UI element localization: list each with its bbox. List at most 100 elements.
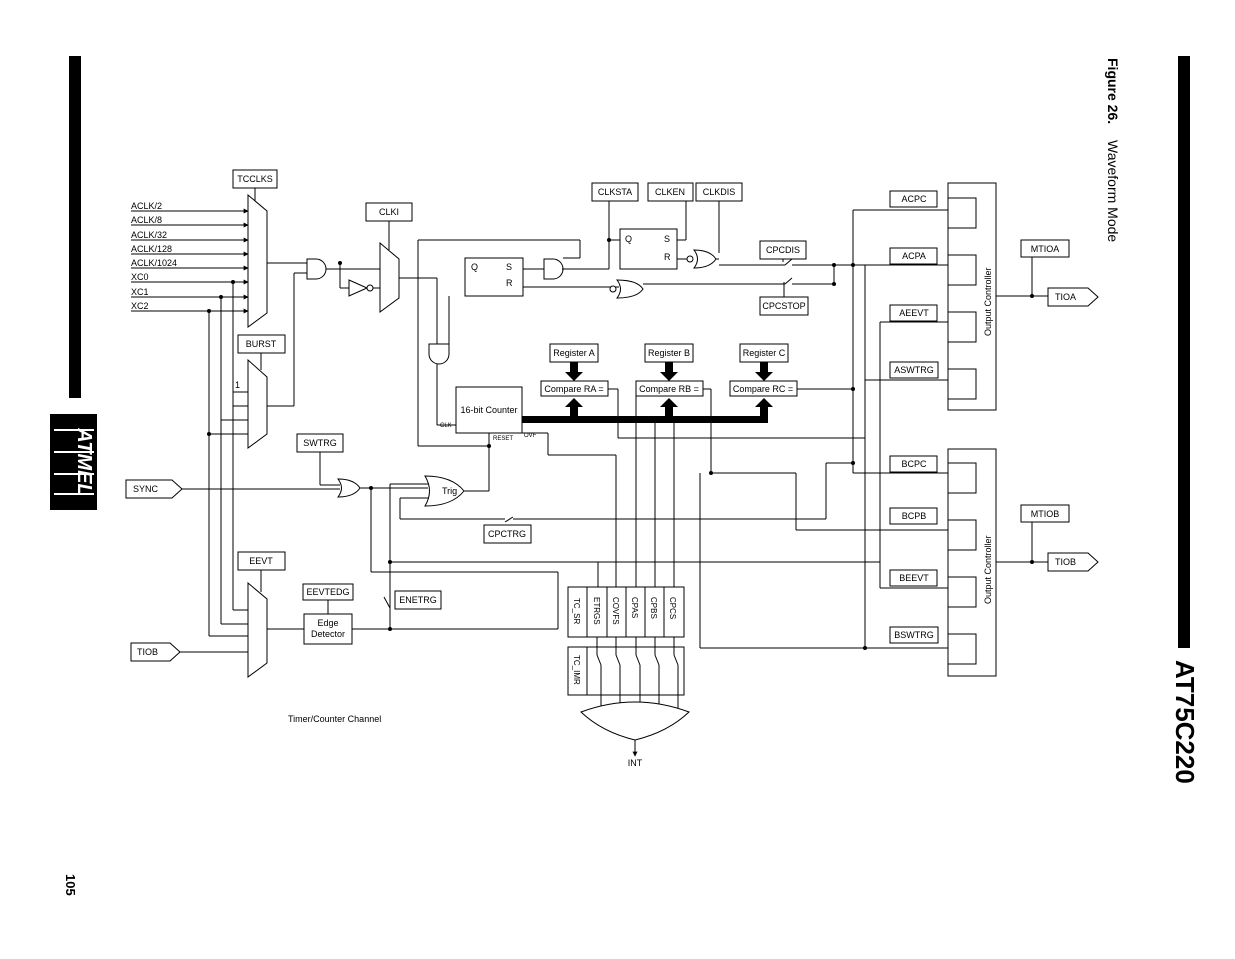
clki-mux — [379, 241, 400, 313]
svg-text:AEEVT: AEEVT — [899, 308, 929, 318]
svg-text:BCPB: BCPB — [902, 511, 927, 521]
edge-detector: Edge Detector — [303, 613, 353, 645]
acpc-input: ACPC — [889, 190, 938, 208]
bus-c-arrow — [755, 398, 773, 416]
svg-text:Trig: Trig — [442, 486, 457, 496]
svg-text:CLK: CLK — [440, 423, 452, 429]
reg-b-arrow — [660, 362, 678, 381]
svg-text:16-bit Counter: 16-bit Counter — [460, 405, 517, 415]
svg-text:CPBS: CPBS — [649, 597, 658, 619]
clkdis-register: CLKDIS — [695, 182, 743, 202]
svg-text:Q: Q — [625, 234, 632, 244]
svg-text:TC_SR: TC_SR — [572, 598, 581, 624]
output-controller-b: Output Controller — [947, 448, 997, 677]
clock-label: ACLK/8 — [131, 215, 162, 225]
burst-register: BURST — [237, 334, 286, 354]
svg-text:SYNC: SYNC — [133, 484, 159, 494]
svg-text:CPCSTOP: CPCSTOP — [762, 301, 805, 311]
figure-label: Figure 26. — [1105, 58, 1121, 124]
diagram-caption: Timer/Counter Channel — [288, 714, 381, 724]
mtioa-output: MTIOA — [1020, 239, 1070, 258]
svg-text:Register B: Register B — [648, 348, 690, 358]
clock-and-gate — [306, 258, 327, 280]
svg-text:CPCTRG: CPCTRG — [488, 529, 526, 539]
eevtedg-register: EEVTEDG — [302, 583, 354, 601]
svg-text:COVFS: COVFS — [611, 597, 620, 625]
svg-text:CLKDIS: CLKDIS — [703, 187, 736, 197]
sync-or-gate — [336, 478, 361, 498]
clock-label: XC1 — [131, 287, 149, 297]
page-number: 105 — [63, 874, 78, 896]
right-margin-bar — [1178, 56, 1190, 648]
svg-text:ASWTRG: ASWTRG — [894, 365, 934, 375]
beevt-input: BEEVT — [889, 569, 938, 587]
svg-text:TIOA: TIOA — [1055, 292, 1076, 302]
svg-text:CLKSTA: CLKSTA — [598, 187, 632, 197]
ff2-reset-or-gate — [692, 249, 717, 269]
svg-text:CPCDIS: CPCDIS — [766, 245, 800, 255]
tc-sr-register: TC_SR ETRGS COVFS CPAS CPBS CPCS — [567, 586, 685, 638]
svg-text:Register A: Register A — [553, 348, 595, 358]
bcpc-input: BCPC — [889, 455, 938, 473]
svg-text:S: S — [664, 234, 670, 244]
acpa-input: ACPA — [889, 247, 938, 265]
svg-text:EEVTEDG: EEVTEDG — [306, 587, 349, 597]
clock-inputs: ACLK/2 ACLK/8 ACLK/32 ACLK/128 ACLK/1024… — [131, 201, 249, 314]
tiob-input-port — [130, 642, 181, 662]
counter-clock-and-gate — [428, 343, 450, 365]
svg-text:TIOB: TIOB — [1055, 557, 1076, 567]
svg-text:Compare RC =: Compare RC = — [733, 384, 793, 394]
swtrg-register: SWTRG — [296, 433, 344, 453]
clock-label: ACLK/32 — [131, 230, 167, 240]
clock-label: XC2 — [131, 301, 149, 311]
tioa-port — [1047, 287, 1099, 307]
svg-text:Edge: Edge — [317, 618, 338, 628]
svg-text:Register C: Register C — [743, 348, 786, 358]
svg-text:Output Controller: Output Controller — [983, 535, 993, 604]
reg-a-arrow — [565, 362, 583, 381]
svg-text:ENETRG: ENETRG — [399, 595, 437, 605]
bus-a-arrow — [565, 398, 583, 416]
svg-text:CPCS: CPCS — [668, 597, 677, 619]
svg-text:BSWTRG: BSWTRG — [894, 630, 934, 640]
svg-text:ETRGS: ETRGS — [592, 597, 601, 625]
svg-text:BCPC: BCPC — [901, 459, 927, 469]
clksta-register: CLKSTA — [591, 182, 639, 202]
output-controller-a: Output Controller — [947, 182, 997, 411]
flip-flop-1 — [464, 257, 524, 297]
compare-ra: Compare RA = — [540, 380, 609, 397]
compare-rc: Compare RC = — [729, 380, 798, 397]
sync-port — [125, 479, 183, 499]
svg-text:TC_IMR: TC_IMR — [572, 655, 581, 685]
svg-text:BEEVT: BEEVT — [899, 573, 929, 583]
aeevt-input: AEEVT — [889, 304, 938, 322]
burst-mux — [247, 358, 268, 449]
bcpb-input: BCPB — [889, 507, 938, 525]
register-b: Register B — [644, 343, 694, 363]
figure-title: Waveform Mode — [1105, 140, 1121, 242]
clock-label: XC0 — [131, 272, 149, 282]
enetrg-register: ENETRG — [394, 590, 442, 610]
bus-b-arrow — [660, 398, 678, 416]
eevt-register: EEVT — [237, 551, 286, 571]
left-margin-bar — [69, 56, 81, 398]
clki-register: CLKI — [365, 202, 413, 222]
clken-register: CLKEN — [647, 182, 694, 202]
svg-text:Detector: Detector — [311, 629, 345, 639]
svg-text:EEVT: EEVT — [249, 556, 273, 566]
svg-text:S: S — [506, 262, 512, 272]
int-label: INT — [628, 758, 643, 768]
trig-or-gate — [424, 475, 465, 507]
svg-text:R: R — [506, 278, 513, 288]
svg-text:ATMEL: ATMEL — [73, 427, 95, 495]
aswtrg-input: ASWTRG — [889, 361, 939, 379]
tiob-output-port — [1047, 552, 1099, 572]
tcclks-register: TCCLKS — [232, 169, 278, 189]
svg-text:BURST: BURST — [246, 339, 277, 349]
svg-text:MTIOA: MTIOA — [1031, 244, 1060, 254]
cpctrg-register: CPCTRG — [483, 524, 532, 544]
svg-text:ACPA: ACPA — [902, 251, 926, 261]
svg-text:TIOB: TIOB — [137, 647, 158, 657]
